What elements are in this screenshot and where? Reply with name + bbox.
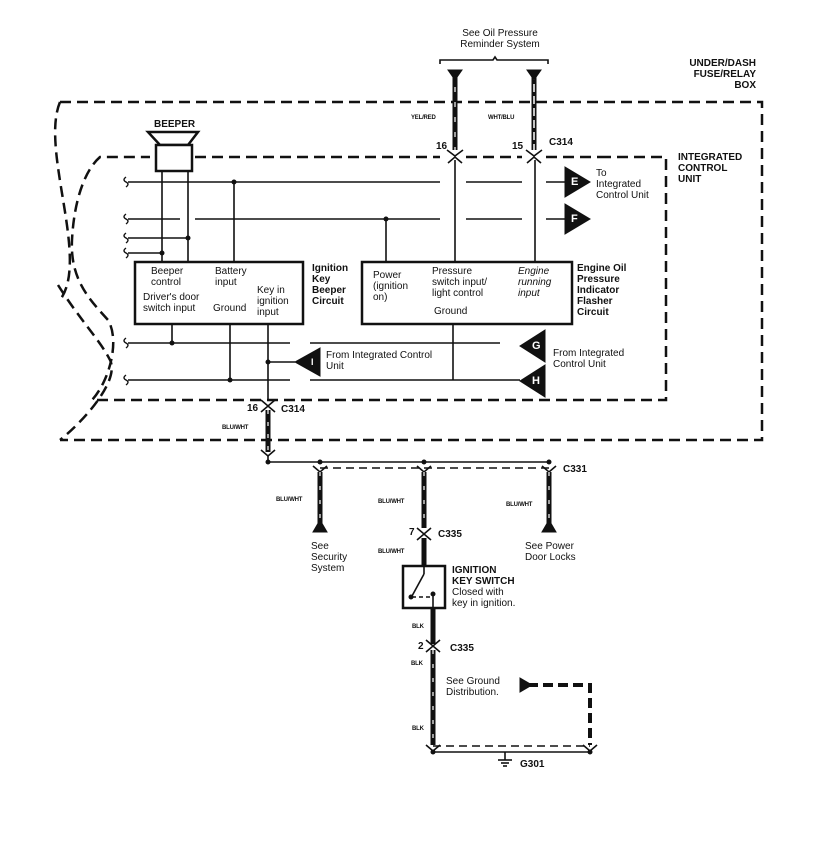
pin-key-in-ignition: Key in ignition input bbox=[257, 285, 289, 318]
fuse-box-border bbox=[53, 100, 764, 442]
wire-yel-red-label: YEL/RED bbox=[411, 115, 436, 121]
pin-pressure-switch: Pressure switch input/ light control bbox=[432, 266, 488, 299]
fuse-box-label: UNDER/DASH FUSE/RELAY BOX bbox=[689, 58, 756, 91]
beeper-circuit-box bbox=[133, 260, 305, 326]
wire-blu-wht-security: BLU/WHT bbox=[276, 497, 303, 503]
pin-2-c335: 2 bbox=[418, 641, 424, 652]
connector-f-label: F bbox=[571, 213, 578, 225]
oil-circuit-name: Engine Oil Pressure Indicator Flasher Ci… bbox=[577, 263, 627, 318]
ground-distribution-reference: See Ground Distribution. bbox=[446, 676, 500, 698]
oil-circuit-box bbox=[360, 260, 574, 326]
security-reference: See Security System bbox=[311, 541, 348, 574]
wire-blu-wht-c314: BLU/WHT bbox=[222, 425, 249, 431]
door-locks-reference: See Power Door Locks bbox=[525, 541, 576, 563]
wire-blk-3: BLK bbox=[412, 726, 424, 732]
connector-e-icon bbox=[564, 166, 591, 198]
ignition-switch-title: IGNITION KEY SWITCH bbox=[452, 565, 515, 587]
c314-bottom-label: C314 bbox=[281, 404, 305, 415]
pin-drivers-door: Driver's door switch input bbox=[143, 292, 200, 314]
connector-i-icon bbox=[293, 347, 321, 377]
wire-blu-wht-c335: BLU/WHT bbox=[378, 549, 405, 555]
g301-label: G301 bbox=[520, 759, 545, 770]
connector-i-label: I bbox=[311, 357, 314, 367]
connector-g-icon bbox=[519, 329, 546, 363]
pin-engine-running: Engine running input bbox=[518, 266, 552, 299]
c314-top-label: C314 bbox=[549, 137, 573, 148]
icu-border bbox=[70, 155, 668, 402]
beeper-icon bbox=[145, 130, 201, 147]
beeper-circuit-name: Ignition Key Beeper Circuit bbox=[312, 263, 349, 307]
c335-bottom-label: C335 bbox=[450, 643, 474, 654]
ignition-switch-note: Closed with key in ignition. bbox=[452, 587, 516, 609]
pin-16-bottom: 16 bbox=[247, 403, 259, 414]
connector-e-label: E bbox=[571, 176, 579, 188]
wire-blu-wht-center: BLU/WHT bbox=[378, 499, 405, 505]
pin-battery-input: Battery input bbox=[215, 266, 247, 288]
fuse-box-left-curve bbox=[56, 284, 113, 441]
oil-pressure-reference: See Oil Pressure Reminder System bbox=[460, 28, 540, 50]
wire-wht-blu-label: WHT/BLU bbox=[488, 115, 515, 121]
pin-7-c335: 7 bbox=[409, 527, 415, 538]
pin-power: Power (ignition on) bbox=[373, 270, 409, 303]
wire-blu-wht-doorlocks: BLU/WHT bbox=[506, 502, 533, 508]
pin-beeper-control: Beeper control bbox=[151, 266, 184, 288]
from-icu-i-label: From Integrated Control Unit bbox=[326, 350, 433, 372]
connector-h-icon bbox=[519, 364, 546, 398]
connector-h-label: H bbox=[532, 375, 540, 387]
wire-blk-2: BLK bbox=[411, 661, 423, 667]
pin-ground-beeper: Ground bbox=[213, 303, 247, 314]
connector-g-label: G bbox=[532, 340, 541, 352]
beeper-label: BEEPER bbox=[154, 119, 196, 130]
wire-blk-1: BLK bbox=[412, 624, 424, 630]
pin-16-top: 16 bbox=[436, 141, 448, 152]
connector-f-icon bbox=[564, 203, 591, 235]
to-icu-label: To Integrated Control Unit bbox=[596, 168, 649, 201]
icu-label: INTEGRATED CONTROL UNIT bbox=[678, 152, 743, 185]
from-icu-gh-label: From Integrated Control Unit bbox=[553, 348, 625, 370]
pin-15-top: 15 bbox=[512, 141, 524, 152]
c331-label: C331 bbox=[563, 464, 587, 475]
pin-ground-oil: Ground bbox=[434, 306, 468, 317]
c335-top-label: C335 bbox=[438, 529, 462, 540]
